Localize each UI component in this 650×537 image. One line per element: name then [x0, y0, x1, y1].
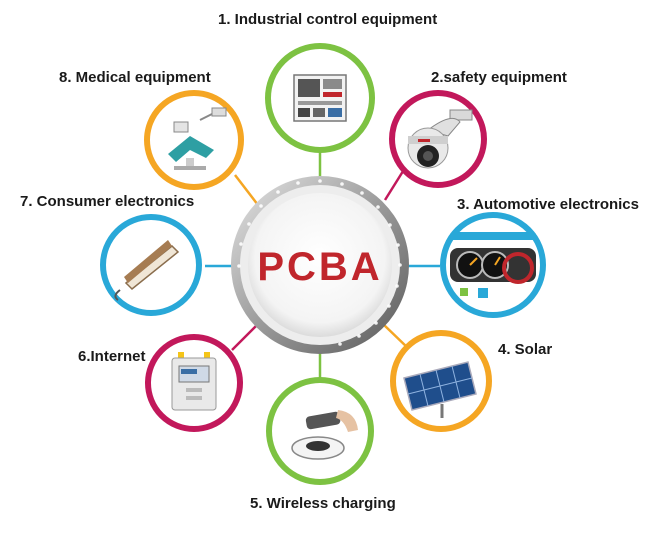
- node-solar: [390, 330, 492, 432]
- central-hub: PCBA: [231, 176, 409, 354]
- car-dashboard-icon: [450, 232, 536, 298]
- hair-straightener-icon: [114, 240, 180, 301]
- connector-6: [231, 323, 259, 351]
- node-automotive-electronics: [440, 212, 546, 318]
- node-consumer-electronics: [100, 214, 202, 316]
- node-wireless-charging: [266, 377, 374, 485]
- label-medical-equipment: 8. Medical equipment: [59, 69, 211, 86]
- hub-dots: [237, 179, 402, 346]
- hub-label: PCBA: [257, 245, 382, 289]
- wireless-charger-icon: [291, 410, 358, 460]
- dental-chair-icon: [168, 107, 227, 170]
- label-industrial-control: 1. Industrial control equipment: [218, 11, 438, 28]
- label-wireless-charging: 5. Wireless charging: [250, 495, 396, 512]
- label-safety-equipment: 2.safety equipment: [431, 69, 567, 86]
- industrial-cabinet-icon: [293, 74, 347, 122]
- label-automotive-electronics: 3. Automotive electronics: [457, 196, 639, 213]
- connector-8: [234, 174, 259, 206]
- solar-panel-icon: [403, 361, 477, 418]
- node-internet: [145, 334, 243, 432]
- label-internet: 6.Internet: [78, 348, 146, 365]
- label-consumer-electronics: 7. Consumer electronics: [20, 193, 195, 210]
- label-solar: 4. Solar: [498, 341, 553, 358]
- security-camera-icon: [407, 109, 473, 169]
- node-medical-equipment: [144, 90, 244, 190]
- node-industrial-control: [265, 43, 375, 153]
- smart-meter-icon: [171, 352, 217, 411]
- node-safety-equipment: [389, 90, 487, 188]
